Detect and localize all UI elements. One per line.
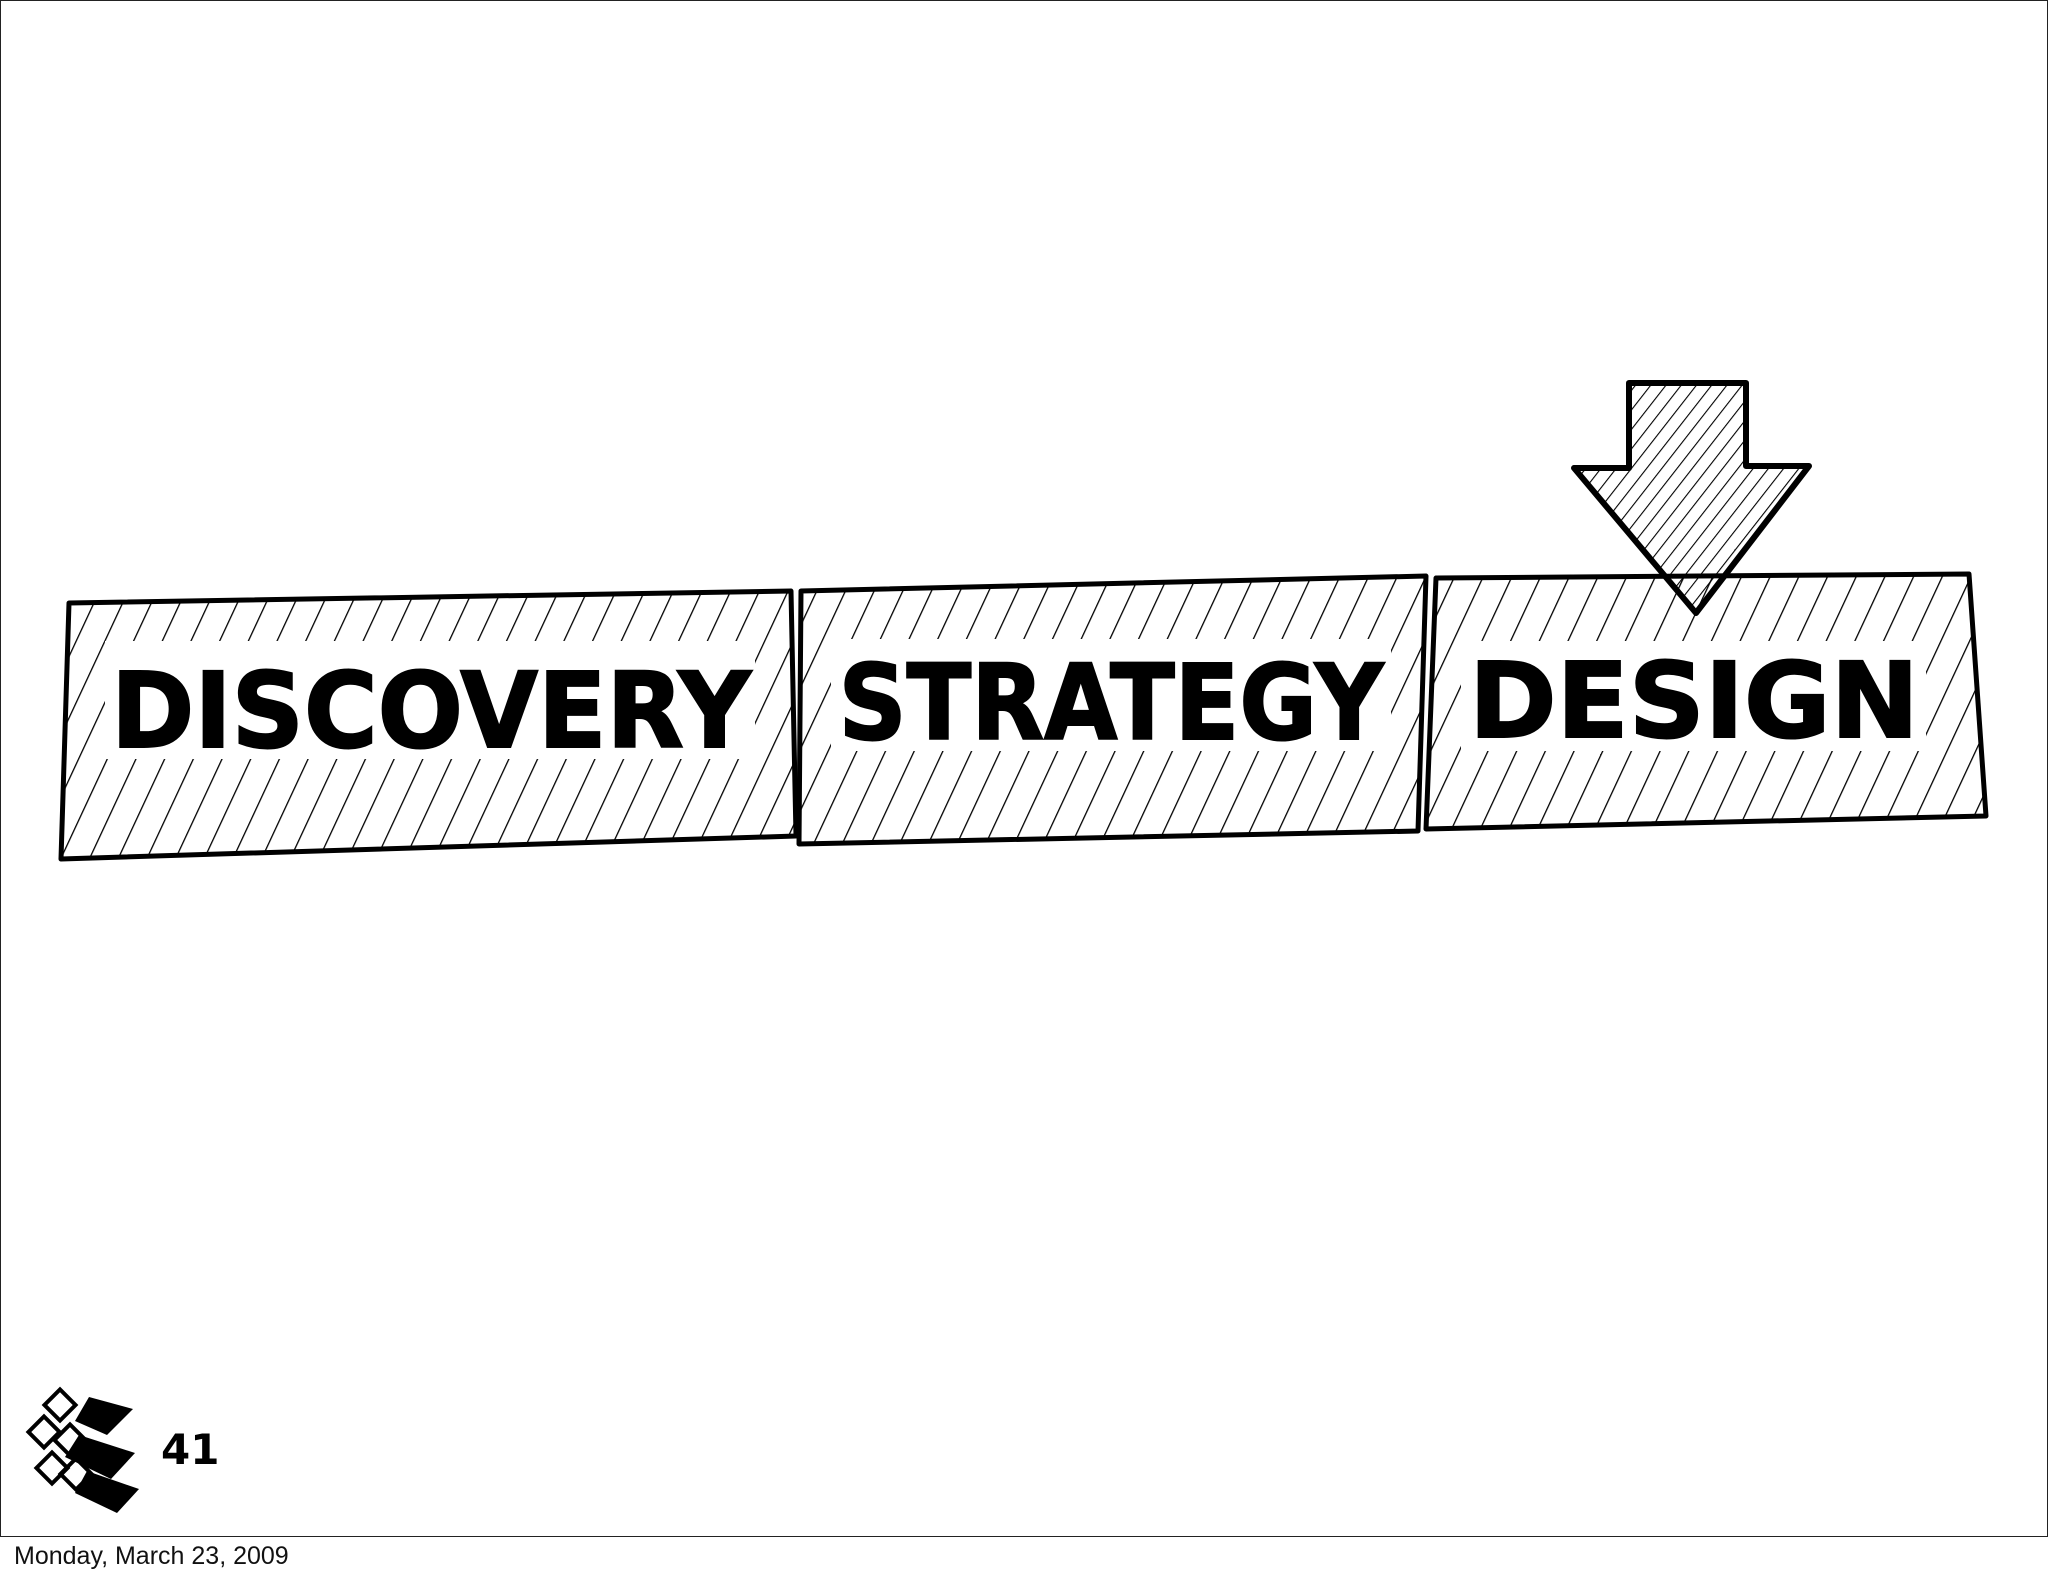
stage-strategy: STRATEGY (796, 573, 1429, 847)
slide-number: 41 (161, 1425, 220, 1474)
stage-discovery: DISCOVERY (58, 588, 799, 862)
stage-discovery-label: DISCOVERY (111, 650, 753, 772)
stage-design: DESIGN (1423, 571, 1989, 832)
stage-strategy-label-bg (831, 639, 1391, 751)
diamond-grid-logo (25, 1386, 139, 1513)
slide: DISCOVERY STRATEGY DESIGN (0, 0, 2048, 1537)
stage-strategy-box (796, 573, 1429, 847)
down-arrow-icon (1571, 380, 1812, 616)
stage-design-box (1423, 571, 1989, 832)
process-diagram: DISCOVERY STRATEGY DESIGN (25, 380, 1989, 1513)
stage-discovery-box (58, 588, 799, 862)
stage-design-label-bg (1461, 641, 1926, 751)
footer-date: Monday, March 23, 2009 (14, 1542, 289, 1570)
stage-design-label: DESIGN (1469, 640, 1919, 762)
stage-strategy-label: STRATEGY (839, 642, 1386, 764)
stage-discovery-label-bg (105, 641, 755, 759)
